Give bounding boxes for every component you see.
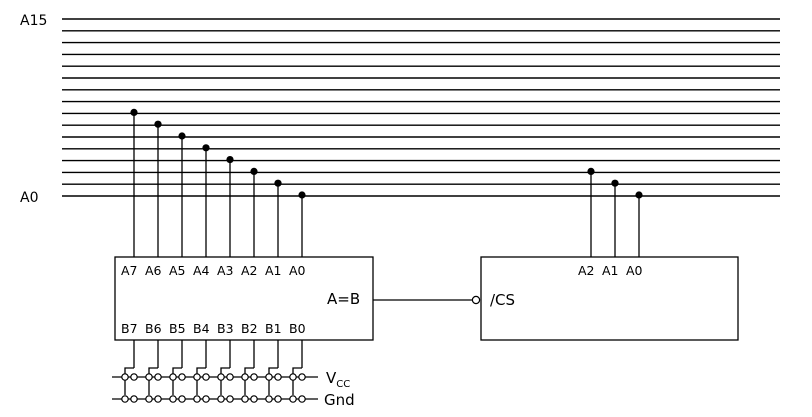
active-low-bubble — [471, 295, 481, 305]
comparator-b-pin-label: B5 — [169, 321, 186, 336]
comparator-b-pin-label: B2 — [241, 321, 258, 336]
comparator-a-pin-label: A3 — [217, 263, 234, 278]
junction-dot — [611, 179, 619, 187]
gnd-jumper-pad — [250, 395, 258, 403]
gnd-jumper-pad — [241, 395, 249, 403]
chip-pin-label: A0 — [626, 263, 643, 278]
gnd-jumper-pad — [217, 395, 225, 403]
vcc-jumper-pad — [289, 373, 297, 381]
comparator-b-pin-labels: B7 B6 B5 B4 B3 B2 B1 B0 — [121, 321, 306, 336]
chip-address-pin-labels: A2 A1 A0 — [578, 263, 643, 278]
comparator-b-pin-label: B0 — [289, 321, 306, 336]
gnd-jumper-pad — [145, 395, 153, 403]
gnd-label: Gnd — [324, 391, 355, 409]
comparator-output-label: A=B — [327, 290, 360, 308]
vcc-jumper-pad — [265, 373, 273, 381]
gnd-jumper-pad — [274, 395, 282, 403]
vcc-jumper-pad — [202, 373, 210, 381]
comparator-a-pin-label: A2 — [241, 263, 258, 278]
comparator-box — [114, 256, 374, 341]
comparator-a-pin-label: A1 — [265, 263, 282, 278]
bus-label-a15: A15 — [20, 13, 47, 29]
address-bus-lines — [62, 18, 780, 197]
chip-box — [480, 256, 739, 341]
junction-dot — [130, 108, 138, 116]
gnd-jumper-pad — [154, 395, 162, 403]
junction-dot — [202, 144, 210, 152]
chip-select-label: /CS — [490, 291, 515, 309]
bus-label-a0: A0 — [20, 190, 38, 206]
gnd-jumper-pad — [169, 395, 177, 403]
vcc-jumper-pad — [154, 373, 162, 381]
junction-dot — [274, 179, 282, 187]
gnd-jumper-pad — [178, 395, 186, 403]
comparator-b-pin-label: B4 — [193, 321, 210, 336]
comparator-a-pin-label: A6 — [145, 263, 162, 278]
comparator-a-pin-label: A7 — [121, 263, 138, 278]
comparator-a-pin-label: A4 — [193, 263, 210, 278]
comparator-b-pin-label: B1 — [265, 321, 282, 336]
chip-pin-label: A2 — [578, 263, 595, 278]
comparator-a-pin-label: A5 — [169, 263, 186, 278]
jumper-link — [148, 367, 158, 395]
gnd-jumper-pad — [202, 395, 210, 403]
gnd-jumper-pad — [226, 395, 234, 403]
chip-pin-label: A1 — [602, 263, 619, 278]
comparator-a-pin-label: A0 — [289, 263, 306, 278]
gnd-jumper-pad — [193, 395, 201, 403]
junction-dot — [250, 167, 258, 175]
vcc-jumper-pad — [193, 373, 201, 381]
gnd-jumper-pad — [130, 395, 138, 403]
vcc-label: VCC — [326, 369, 350, 390]
comparator-address-taps — [130, 108, 306, 257]
vcc-jumper-pad — [217, 373, 225, 381]
jumper-link — [220, 367, 230, 395]
vcc-jumper-pad — [226, 373, 234, 381]
jumper-link — [172, 367, 182, 395]
jumper-block — [112, 340, 318, 403]
jumper-link — [268, 367, 278, 395]
gnd-jumper-pad — [289, 395, 297, 403]
vcc-jumper-pad — [121, 373, 129, 381]
junction-dot — [154, 120, 162, 128]
gnd-jumper-pad — [121, 395, 129, 403]
vcc-jumper-pad — [145, 373, 153, 381]
gnd-jumper-pad — [265, 395, 273, 403]
vcc-jumper-pad — [169, 373, 177, 381]
junction-dot — [226, 156, 234, 164]
junction-dot — [587, 167, 595, 175]
jumper-link — [124, 367, 134, 395]
gnd-jumper-pad — [298, 395, 306, 403]
vcc-jumper-pad — [241, 373, 249, 381]
comparator-b-pin-label: B7 — [121, 321, 138, 336]
vcc-jumper-pad — [178, 373, 186, 381]
vcc-jumper-pad — [274, 373, 282, 381]
comparator-a-pin-labels: A7 A6 A5 A4 A3 A2 A1 A0 — [121, 263, 306, 278]
comparator-b-pin-label: B3 — [217, 321, 234, 336]
vcc-jumper-pad — [130, 373, 138, 381]
junction-dot — [298, 191, 306, 199]
chip-address-taps — [587, 167, 643, 257]
jumper-link — [292, 367, 302, 395]
junction-dot — [178, 132, 186, 140]
jumper-link — [244, 367, 254, 395]
junction-dot — [635, 191, 643, 199]
vcc-jumper-pad — [298, 373, 306, 381]
comparator-b-pin-label: B6 — [145, 321, 162, 336]
vcc-jumper-pad — [250, 373, 258, 381]
jumper-link — [196, 367, 206, 395]
